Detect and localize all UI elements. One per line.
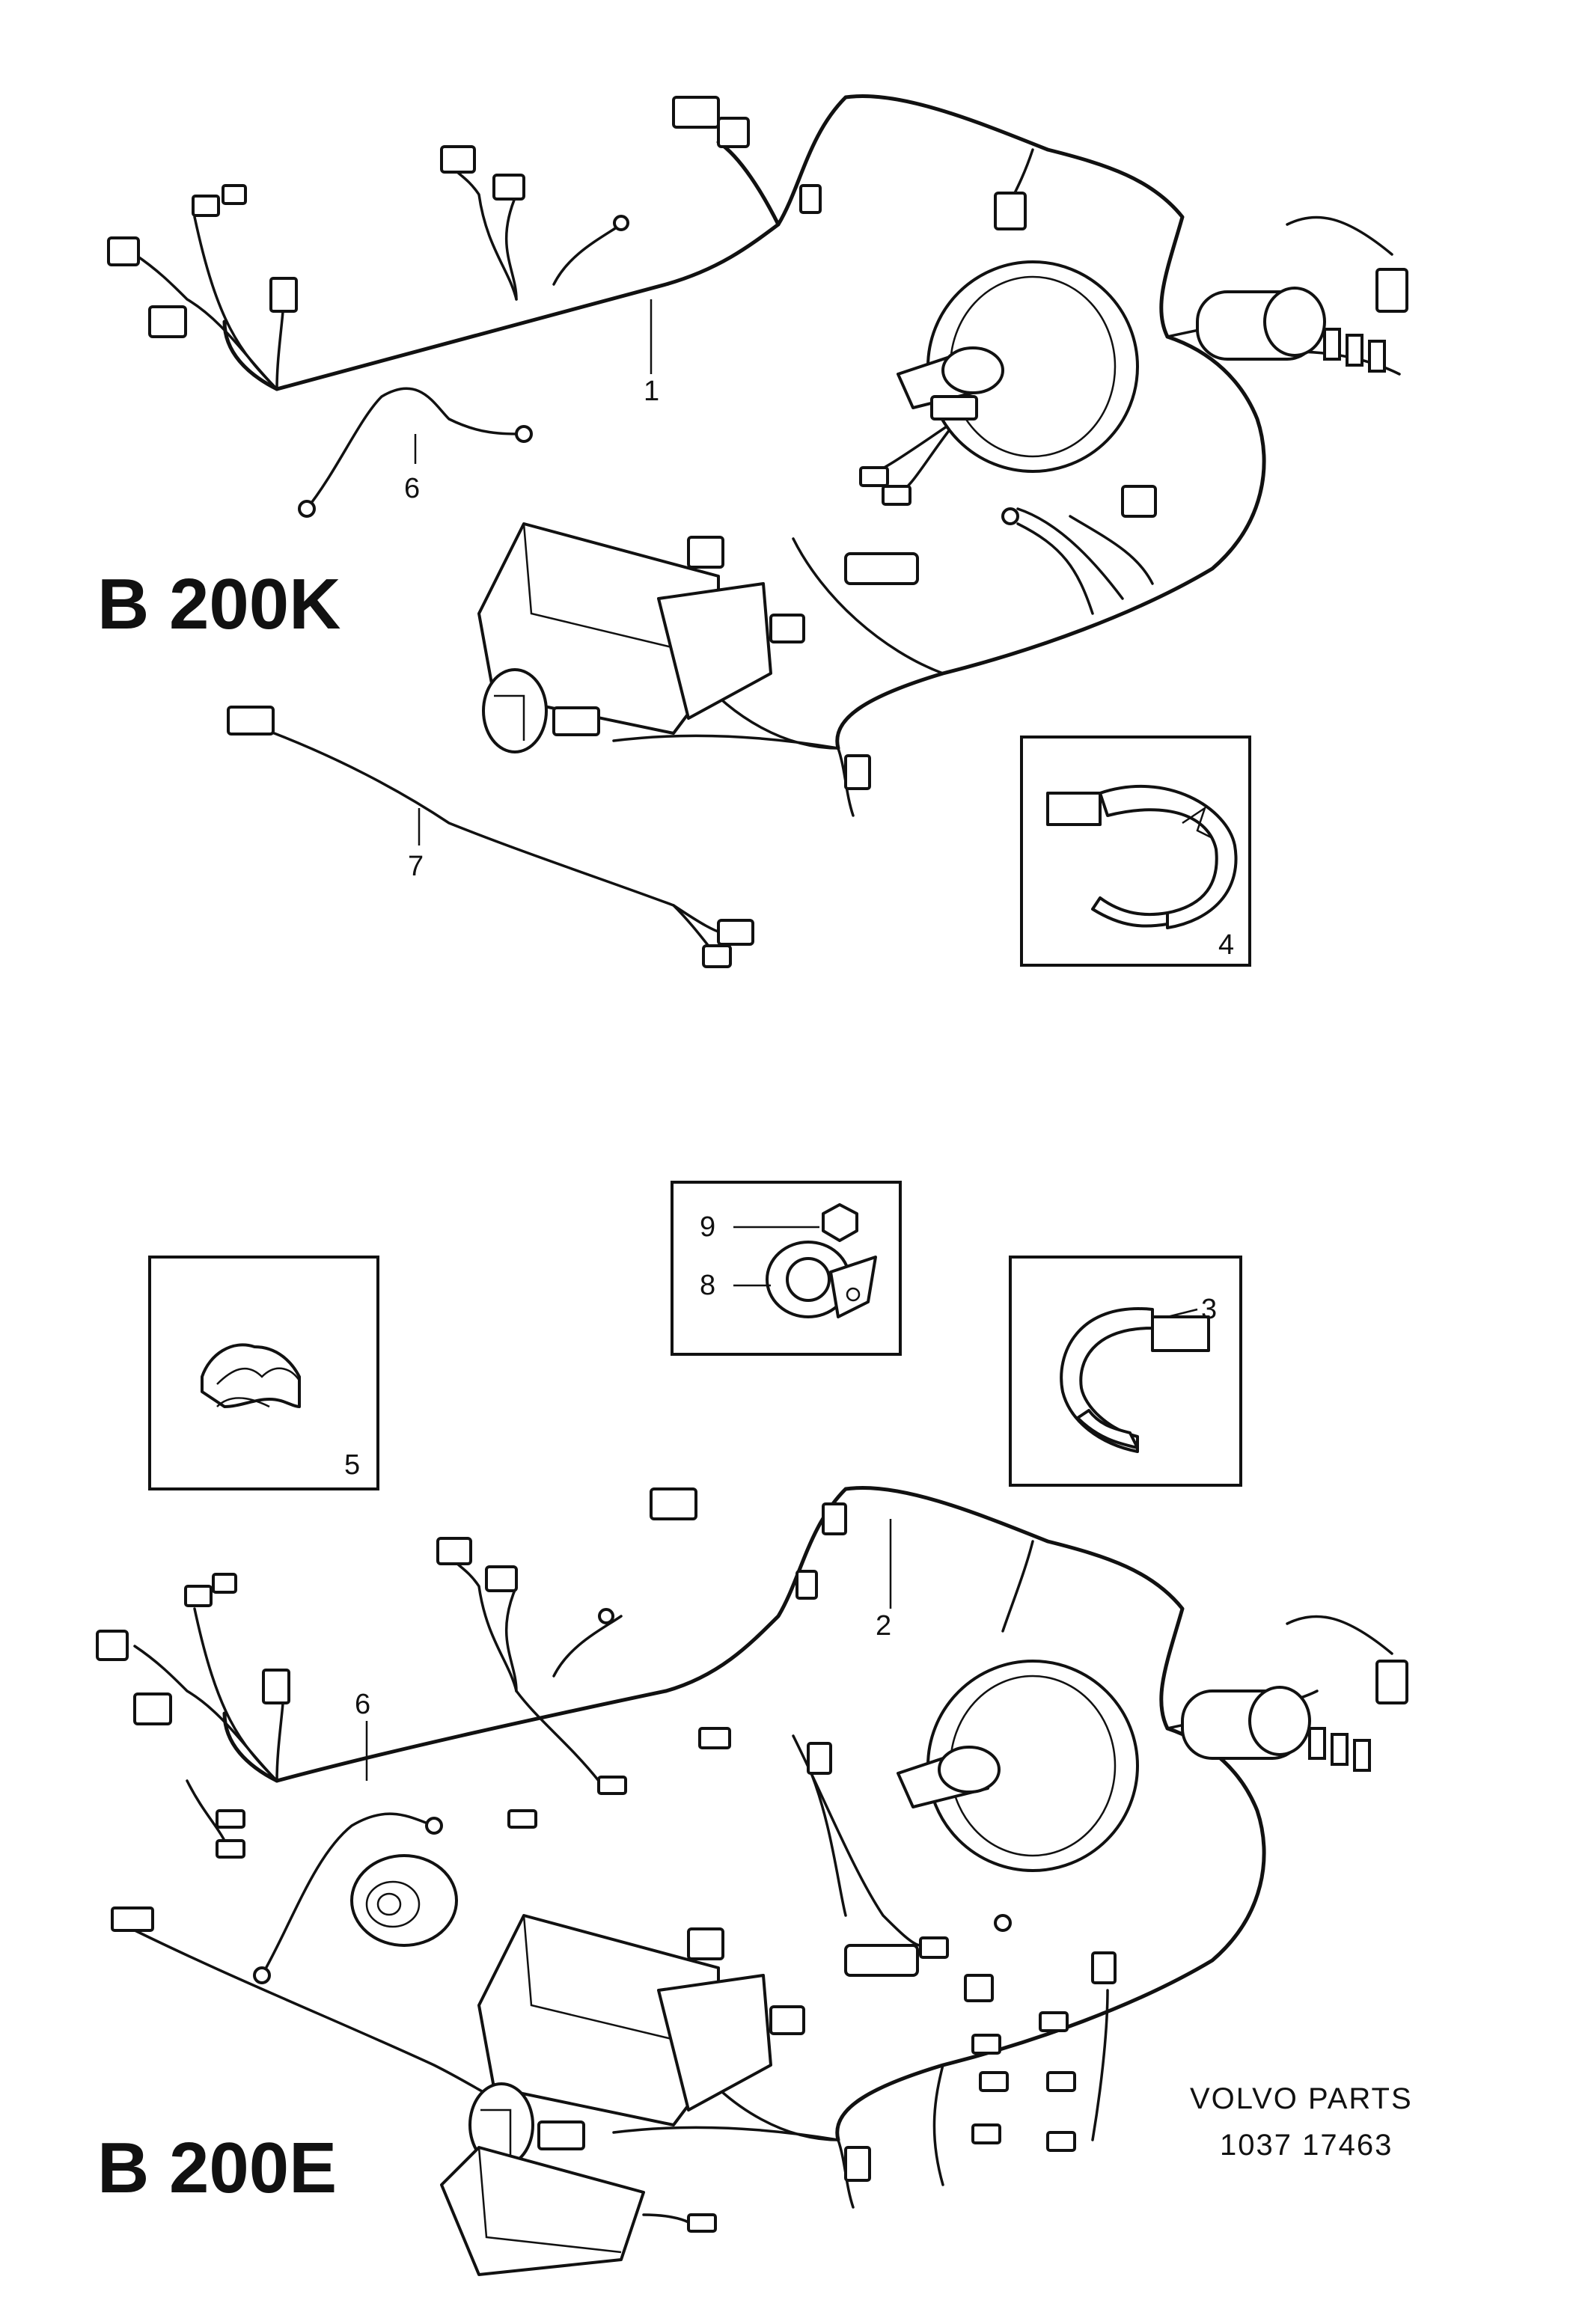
footer-part-number: 1037 17463 — [1220, 2129, 1393, 2162]
inset-cable-strap-3 — [1009, 1256, 1242, 1487]
alternator — [350, 1854, 458, 1947]
callout-2: 2 — [876, 1610, 891, 1642]
fog-lamp — [440, 2146, 717, 2276]
callout-9: 9 — [700, 1211, 715, 1243]
inset-clamp-and-nut — [671, 1181, 902, 1356]
callout-6: 6 — [404, 473, 420, 504]
horn — [482, 668, 600, 753]
callout-1: 1 — [644, 376, 659, 407]
callout-5: 5 — [344, 1449, 360, 1481]
callout-4: 4 — [1218, 929, 1234, 961]
inset-wire-clip — [148, 1256, 379, 1490]
callout-8: 8 — [700, 1270, 715, 1301]
inset-cable-strap — [1020, 736, 1251, 967]
footer-brand: VOLVO PARTS — [1190, 2082, 1413, 2115]
callout-7: 7 — [408, 851, 424, 882]
extension-cable — [227, 706, 754, 968]
callout-3: 3 — [1201, 1294, 1217, 1325]
fuse-relay-module-b200e — [1181, 1686, 1371, 1772]
b200k-harness-assembly — [107, 94, 1408, 968]
headlamp-housing — [477, 522, 919, 735]
engine-title-b200e: B 200E — [97, 2128, 337, 2208]
engine-title-b200k: B 200K — [97, 564, 341, 644]
headlamp-housing-b200e — [477, 1914, 919, 2126]
brake-booster — [897, 260, 1139, 473]
brake-booster-b200e — [897, 1660, 1139, 1872]
fuse-relay-module — [1196, 287, 1386, 373]
b200e-harness-assembly — [96, 1181, 1408, 2276]
callout-6-bottom: 6 — [355, 1689, 370, 1720]
